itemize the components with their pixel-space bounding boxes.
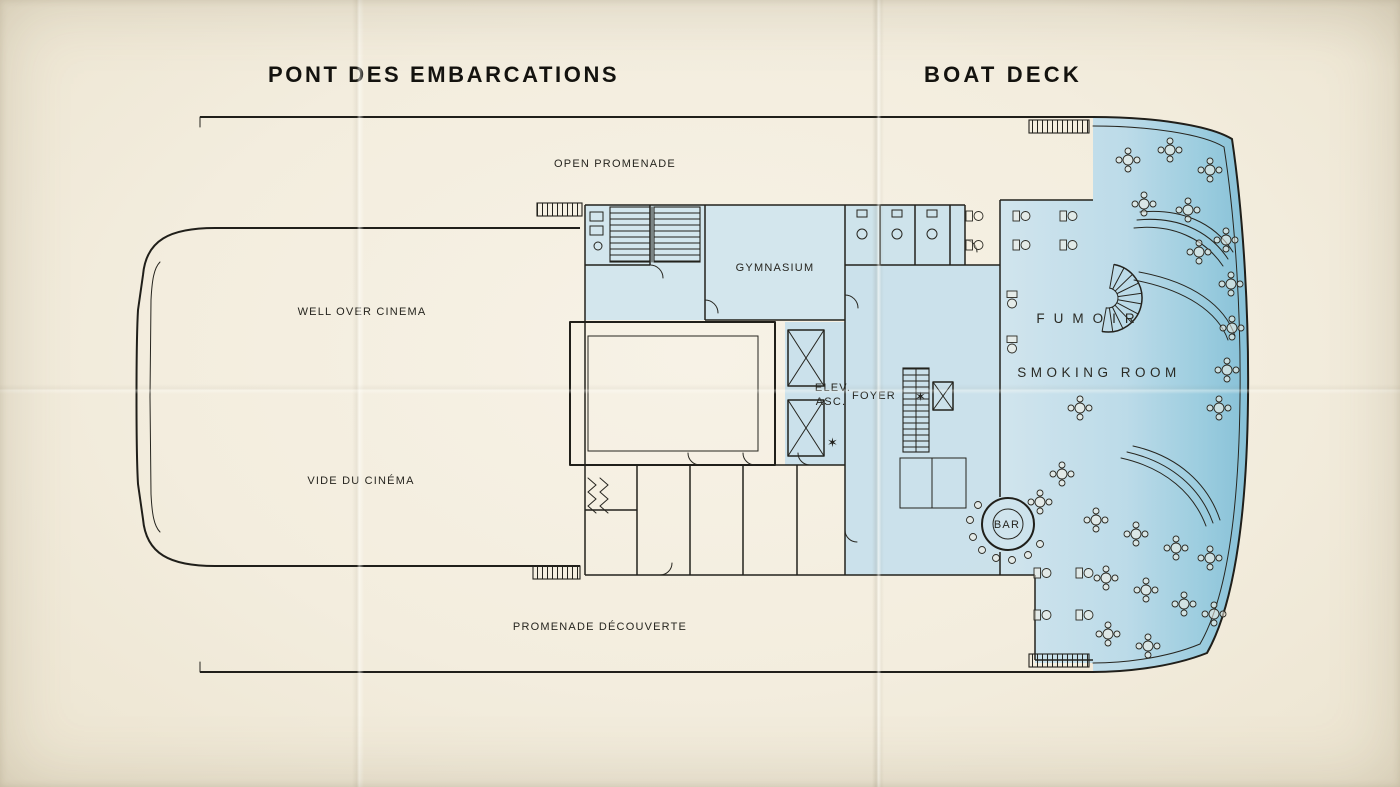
deckhouse-walls: [584, 199, 1093, 661]
label-gymnasium: GYMNASIUM: [736, 262, 815, 274]
smoking-room-wash: [1000, 117, 1249, 672]
plan-labels: OPEN PROMENADE PROMENADE DÉCOUVERTE WELL…: [298, 158, 1181, 633]
vent-star-1: ✶: [827, 436, 838, 451]
elevator-shafts: [787, 329, 825, 457]
bar-counter: [981, 497, 1035, 551]
davit-bottom-left: [532, 565, 581, 580]
davit-bottom-right: [1028, 653, 1090, 668]
label-asc: ASC.: [816, 396, 846, 408]
label-open-promenade: OPEN PROMENADE: [554, 158, 676, 170]
page-title-english: BOAT DECK: [924, 62, 1082, 87]
label-smoking-room: SMOKING ROOM: [1017, 365, 1181, 380]
promenade-deck-lines: [199, 116, 1093, 673]
stair-top-left-2: [653, 206, 701, 263]
label-well-over-cinema: WELL OVER CINEMA: [298, 306, 427, 318]
label-vide-du-cinema: VIDE DU CINÉMA: [307, 474, 414, 487]
label-promenade-decouverte: PROMENADE DÉCOUVERTE: [513, 620, 687, 633]
stair-top-left: [609, 206, 651, 263]
page-title-french: PONT DES EMBARCATIONS: [268, 62, 620, 87]
stern-outline: [1092, 116, 1250, 673]
davit-top-right: [1028, 119, 1090, 134]
label-elev: ELEV.: [815, 382, 851, 394]
grand-staircase: [1101, 263, 1143, 333]
central-skylight: [569, 321, 776, 466]
label-bar: BAR: [994, 519, 1020, 531]
foyer-lift: [932, 381, 954, 411]
vent-star-2: ✶: [915, 390, 926, 405]
stairs-and-fixtures: ✶ ✶: [532, 119, 1090, 668]
cinema-well: [135, 227, 580, 567]
label-fumoir: FUMOIR: [1036, 311, 1143, 326]
label-foyer: FOYER: [852, 390, 896, 402]
bar-stools: [966, 501, 1044, 564]
davit-top-left: [536, 202, 583, 217]
